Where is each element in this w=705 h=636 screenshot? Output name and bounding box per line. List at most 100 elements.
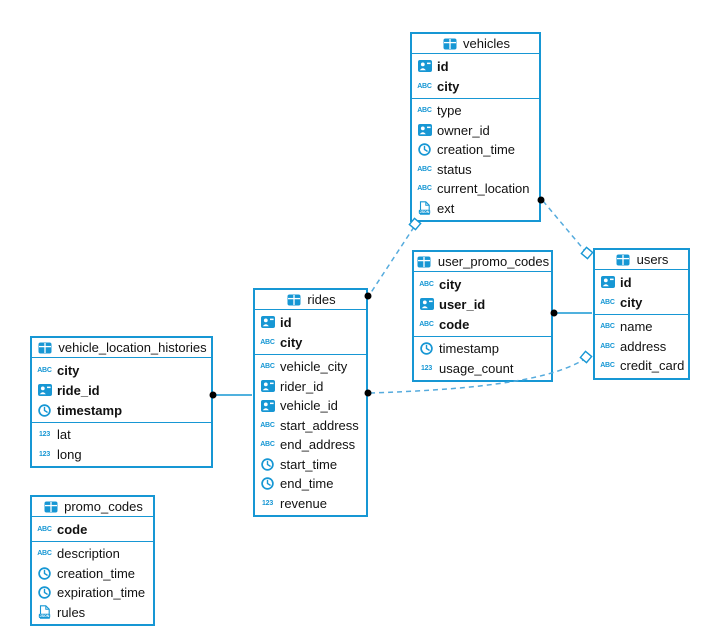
- text-icon: ABC: [417, 82, 432, 90]
- number-icon: 123: [261, 499, 274, 507]
- time-icon: [259, 477, 276, 491]
- column-label: revenue: [280, 495, 327, 511]
- column-row-id[interactable]: id: [595, 272, 688, 292]
- column-label: end_time: [280, 476, 334, 492]
- table-header[interactable]: users: [595, 250, 688, 270]
- column-row-end_time[interactable]: end_time: [255, 474, 366, 494]
- number-icon: 123: [38, 431, 51, 439]
- text-icon: ABC: [260, 421, 275, 429]
- table-header[interactable]: vehicle_location_histories: [32, 338, 211, 358]
- table-title: users: [636, 252, 669, 267]
- column-label: user_id: [439, 296, 486, 312]
- column-row-timestamp[interactable]: timestamp: [32, 400, 211, 420]
- id-icon: [599, 276, 616, 288]
- relation-user_promo_codes-users[interactable]: [550, 309, 593, 317]
- column-label: address: [620, 338, 667, 354]
- column-label: type: [437, 103, 462, 119]
- id-icon: [416, 124, 433, 137]
- column-label: ext: [437, 200, 455, 216]
- text-icon: ABC: [260, 441, 275, 449]
- column-row-id[interactable]: id: [255, 312, 366, 332]
- column-row-creation_time[interactable]: creation_time: [32, 564, 153, 584]
- column-label: long: [57, 446, 82, 462]
- table-header[interactable]: promo_codes: [32, 497, 153, 517]
- number-icon: 123: [420, 364, 433, 372]
- column-label: end_address: [280, 437, 356, 453]
- id-icon: [259, 399, 276, 412]
- column-label: city: [439, 276, 462, 292]
- column-row-revenue[interactable]: 123 revenue: [255, 494, 366, 514]
- svg-text:JSON: JSON: [420, 210, 430, 214]
- column-row-start_time[interactable]: start_time: [255, 455, 366, 475]
- text-icon: ABC: [600, 298, 615, 306]
- column-row-ext[interactable]: JSON ext: [412, 199, 539, 219]
- text-icon: ABC: [260, 363, 275, 371]
- column-label: timestamp: [439, 341, 499, 357]
- column-row-vehicle_id[interactable]: vehicle_id: [255, 396, 366, 416]
- table-header[interactable]: user_promo_codes: [414, 252, 551, 272]
- column-row-ride_id[interactable]: ride_id: [32, 380, 211, 400]
- text-icon: ABC: [37, 550, 52, 558]
- time-icon: [418, 342, 435, 356]
- column-row-city[interactable]: ABC city: [595, 292, 688, 312]
- column-row-lat[interactable]: 123 lat: [32, 425, 211, 445]
- column-label: description: [57, 546, 120, 562]
- column-row-timestamp[interactable]: timestamp: [414, 339, 551, 359]
- column-row-rider_id[interactable]: rider_id: [255, 377, 366, 397]
- table-header[interactable]: vehicles: [412, 34, 539, 54]
- column-label: current_location: [437, 181, 530, 197]
- column-row-user_id[interactable]: user_id: [414, 294, 551, 314]
- json-icon: JSON: [416, 201, 433, 215]
- table-icon: [416, 256, 433, 268]
- text-icon: ABC: [260, 338, 275, 346]
- relation-vehicle_location_histories-rides[interactable]: [209, 391, 253, 399]
- table-header[interactable]: rides: [255, 290, 366, 310]
- column-row-creation_time[interactable]: creation_time: [412, 140, 539, 160]
- column-row-owner_id[interactable]: owner_id: [412, 121, 539, 141]
- column-label: city: [620, 294, 643, 310]
- relation-diamond-marker: [579, 350, 593, 364]
- column-row-end_address[interactable]: ABC end_address: [255, 435, 366, 455]
- column-label: creation_time: [57, 565, 136, 581]
- id-icon: [416, 60, 433, 72]
- column-label: id: [437, 58, 449, 74]
- text-icon: ABC: [600, 323, 615, 331]
- relation-diamond-marker: [580, 246, 594, 260]
- column-label: lat: [57, 427, 71, 443]
- table-icon: [36, 342, 53, 354]
- column-row-id[interactable]: id: [412, 56, 539, 76]
- column-row-description[interactable]: ABC description: [32, 544, 153, 564]
- table-icon: [441, 38, 458, 50]
- column-row-expiration_time[interactable]: expiration_time: [32, 583, 153, 603]
- json-icon: JSON: [36, 605, 53, 619]
